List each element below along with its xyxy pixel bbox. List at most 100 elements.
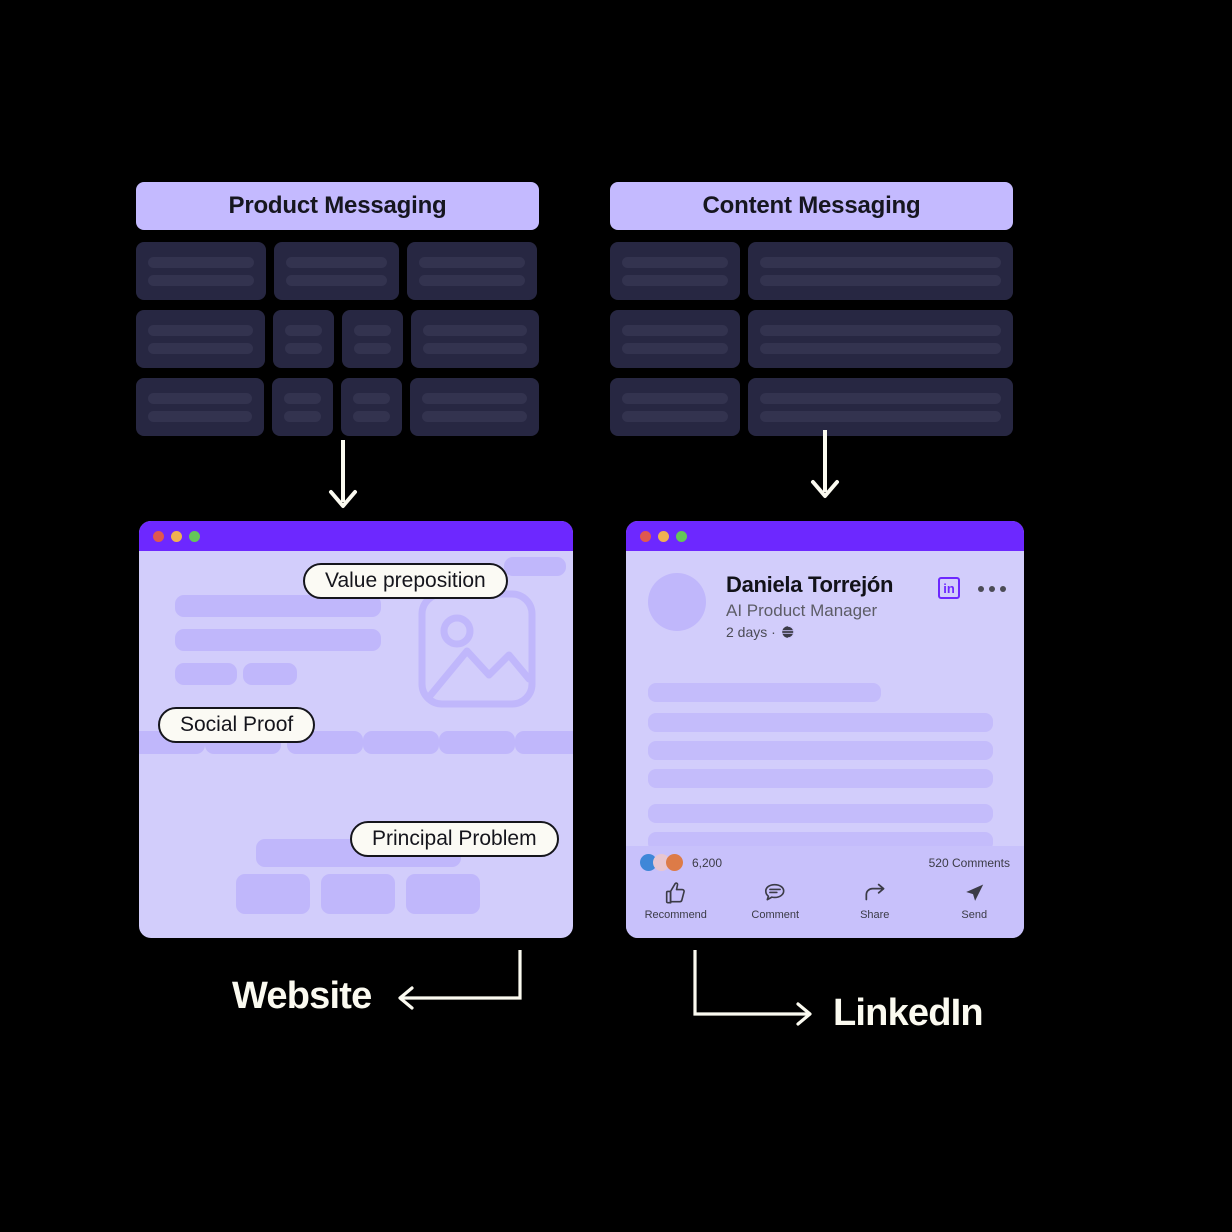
website-browser-mockup[interactable]: Value preposition Social Proof Principal… (139, 521, 573, 938)
card-bar (284, 342, 322, 354)
arrow-linkedin-connector (693, 950, 812, 1026)
skeleton-block (439, 731, 515, 754)
skeleton-block (175, 629, 381, 651)
card-bar (353, 392, 391, 404)
comment-button[interactable]: Comment (726, 880, 826, 921)
panel-title-product-messaging: Product Messaging (136, 182, 539, 230)
card-bar (286, 256, 387, 268)
card-bar (622, 392, 728, 404)
card-bar (353, 324, 392, 336)
window-minimize-dot[interactable] (658, 530, 669, 542)
window-close-dot[interactable] (640, 530, 651, 542)
card-bar (283, 410, 322, 422)
card-bar (760, 274, 1001, 286)
skeleton-block (515, 731, 573, 754)
window-maximize-dot[interactable] (189, 530, 200, 542)
messaging-card[interactable] (748, 310, 1013, 368)
card-bar (148, 342, 253, 354)
card-bar (286, 274, 387, 286)
card-bar (422, 410, 528, 422)
browser-titlebar (139, 521, 573, 551)
messaging-card[interactable] (136, 378, 264, 436)
card-bar (419, 256, 525, 268)
messaging-card[interactable] (274, 242, 399, 300)
card-bar (760, 324, 1001, 336)
callout-value-preposition[interactable]: Value preposition (303, 563, 508, 599)
linkedin-post-content: Daniela Torrejón AI Product Manager 2 da… (626, 551, 1024, 938)
post-meta: 2 days · (726, 624, 938, 640)
share-arrow-icon (865, 883, 885, 901)
card-bar (353, 410, 391, 422)
messaging-card[interactable] (407, 242, 537, 300)
post-text-line (648, 804, 993, 823)
window-maximize-dot[interactable] (676, 530, 687, 542)
reaction-love-icon (653, 854, 670, 871)
skeleton-block (175, 663, 237, 685)
more-options-icon[interactable] (978, 586, 1006, 592)
output-label-linkedin: LinkedIn (833, 992, 984, 1034)
linkedin-post-mockup[interactable]: Daniela Torrejón AI Product Manager 2 da… (626, 521, 1024, 938)
skeleton-block (175, 595, 381, 617)
panel-row (136, 242, 539, 300)
messaging-card[interactable] (610, 242, 740, 300)
panel-row (610, 242, 1013, 300)
website-content (139, 551, 573, 938)
messaging-card[interactable] (341, 310, 404, 368)
skeleton-block (243, 663, 297, 685)
arrow-website-connector (398, 950, 522, 1010)
avatar[interactable] (648, 573, 706, 631)
skeleton-block (406, 874, 480, 914)
card-bar (353, 342, 392, 354)
send-label: Send (961, 909, 988, 921)
messaging-card[interactable] (410, 378, 540, 436)
panel-row (610, 310, 1013, 368)
messaging-card[interactable] (136, 242, 266, 300)
card-bar (622, 256, 728, 268)
thumbs-up-icon (665, 882, 685, 904)
messaging-card[interactable] (748, 378, 1013, 436)
card-bar (760, 342, 1001, 354)
card-bar (148, 392, 252, 404)
panel-grid-content-messaging (610, 242, 1013, 436)
panel-product-messaging: Product Messaging (136, 182, 540, 436)
callout-principal-problem[interactable]: Principal Problem (350, 821, 559, 857)
post-text-line (648, 713, 993, 732)
panel-row (610, 378, 1013, 436)
panel-title-content-messaging: Content Messaging (610, 182, 1013, 230)
comment-count[interactable]: 520 Comments (928, 855, 1010, 870)
window-close-dot[interactable] (153, 530, 164, 542)
messaging-card[interactable] (136, 310, 265, 368)
card-bar (422, 392, 528, 404)
author-name[interactable]: Daniela Torrejón (726, 572, 894, 597)
panel-grid-product-messaging (136, 242, 540, 436)
recommend-label: Recommend (644, 909, 707, 921)
card-bar (622, 410, 728, 422)
author-info: Daniela Torrejón AI Product Manager 2 da… (726, 572, 938, 640)
messaging-card[interactable] (271, 378, 334, 436)
messaging-card[interactable] (272, 310, 334, 368)
reaction-count[interactable]: 6,200 (692, 855, 723, 870)
messaging-card[interactable] (610, 310, 740, 368)
post-stats: 6,200 520 Comments (640, 854, 1010, 871)
share-button[interactable]: Share (825, 880, 925, 921)
post-age: 2 days · (726, 623, 776, 640)
recommend-button[interactable]: Recommend (626, 880, 726, 921)
send-button[interactable]: Send (925, 880, 1025, 921)
panel-row (136, 378, 540, 436)
card-bar (148, 274, 254, 286)
skeleton-block (504, 557, 566, 576)
messaging-card[interactable] (748, 242, 1013, 300)
messaging-card[interactable] (341, 378, 403, 436)
output-label-website: Website (232, 975, 372, 1017)
window-minimize-dot[interactable] (171, 530, 182, 542)
messaging-card[interactable] (610, 378, 740, 436)
card-bar (622, 324, 728, 336)
messaging-card[interactable] (411, 310, 539, 368)
card-bar (148, 410, 252, 422)
callout-social-proof[interactable]: Social Proof (158, 707, 316, 743)
card-bar (760, 392, 1001, 404)
card-bar (283, 392, 322, 404)
card-bar (423, 342, 527, 354)
comment-label: Comment (751, 909, 800, 921)
